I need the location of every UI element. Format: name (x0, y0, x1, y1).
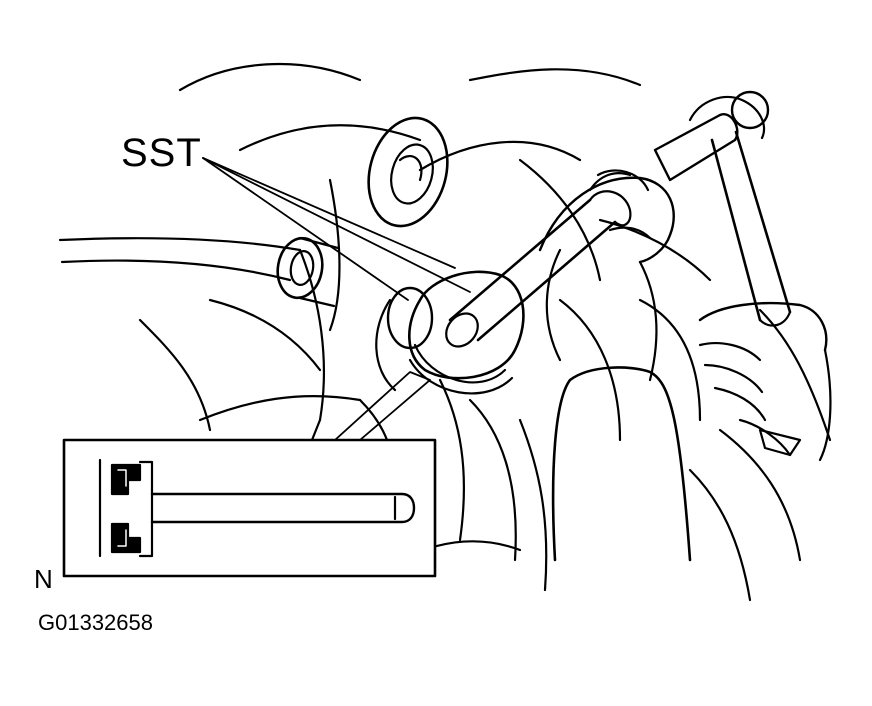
sst-seal-installer (408, 169, 650, 395)
sst-leader-lines (202, 157, 471, 301)
n-marker-label: N (34, 564, 53, 594)
detail-callout-pointer (334, 371, 431, 441)
right-hand (698, 301, 832, 462)
sst-label: SST (121, 131, 202, 175)
hammer (653, 90, 792, 327)
hand (538, 172, 675, 382)
upper-hub (367, 116, 449, 228)
arm-sleeve (551, 366, 692, 562)
figure-id-label: G01332658 (38, 610, 153, 635)
detail-inset-box (62, 438, 437, 578)
seal-bore (375, 286, 434, 392)
